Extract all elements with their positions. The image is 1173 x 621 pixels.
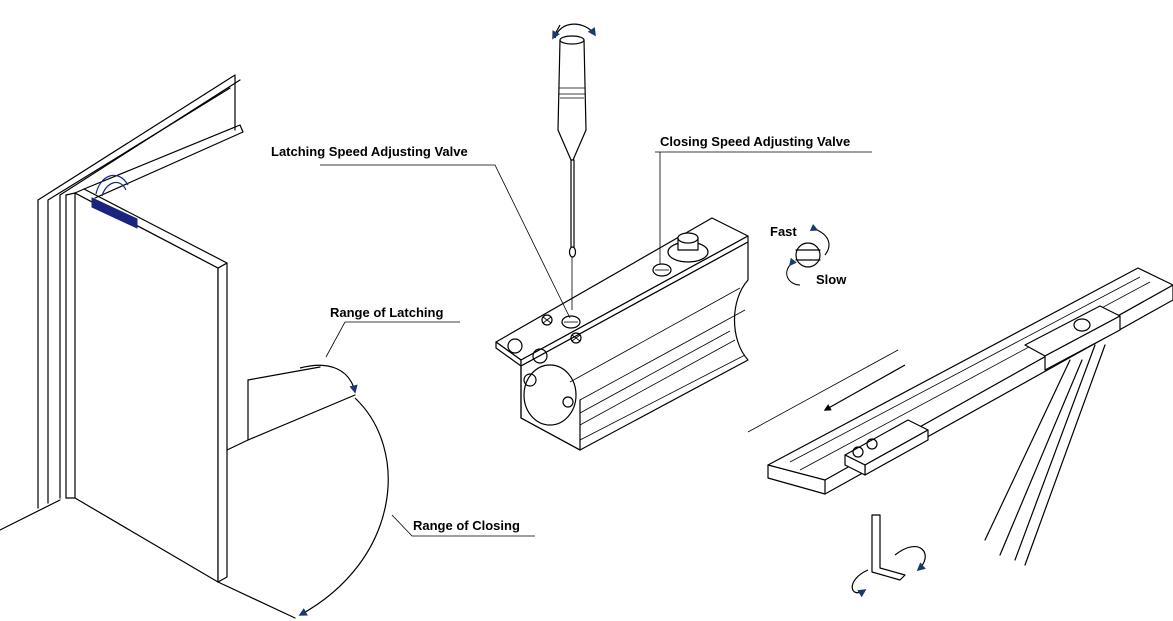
allen-key: [851, 514, 926, 598]
closing-valve-label: Closing Speed Adjusting Valve: [660, 134, 850, 149]
closing-valve-leader: [655, 151, 872, 264]
fast-slow-indicator: [786, 223, 830, 286]
latching-valve-leader: [320, 164, 571, 319]
hinge-strip: [91, 197, 138, 229]
slide-direction-arrow: [823, 364, 906, 411]
range-latching-label: Range of Latching: [330, 305, 443, 320]
door-assembly: [0, 74, 535, 619]
slide-direction-line: [747, 349, 899, 433]
slide-track: [767, 267, 1173, 566]
range-closing-label: Range of Closing: [413, 518, 520, 533]
latching-valve-label: Latching Speed Adjusting Valve: [271, 144, 468, 159]
screwdriver: [552, 23, 596, 310]
slow-label: Slow: [816, 272, 847, 287]
fast-label: Fast: [770, 224, 797, 239]
closer-body: [495, 217, 749, 451]
